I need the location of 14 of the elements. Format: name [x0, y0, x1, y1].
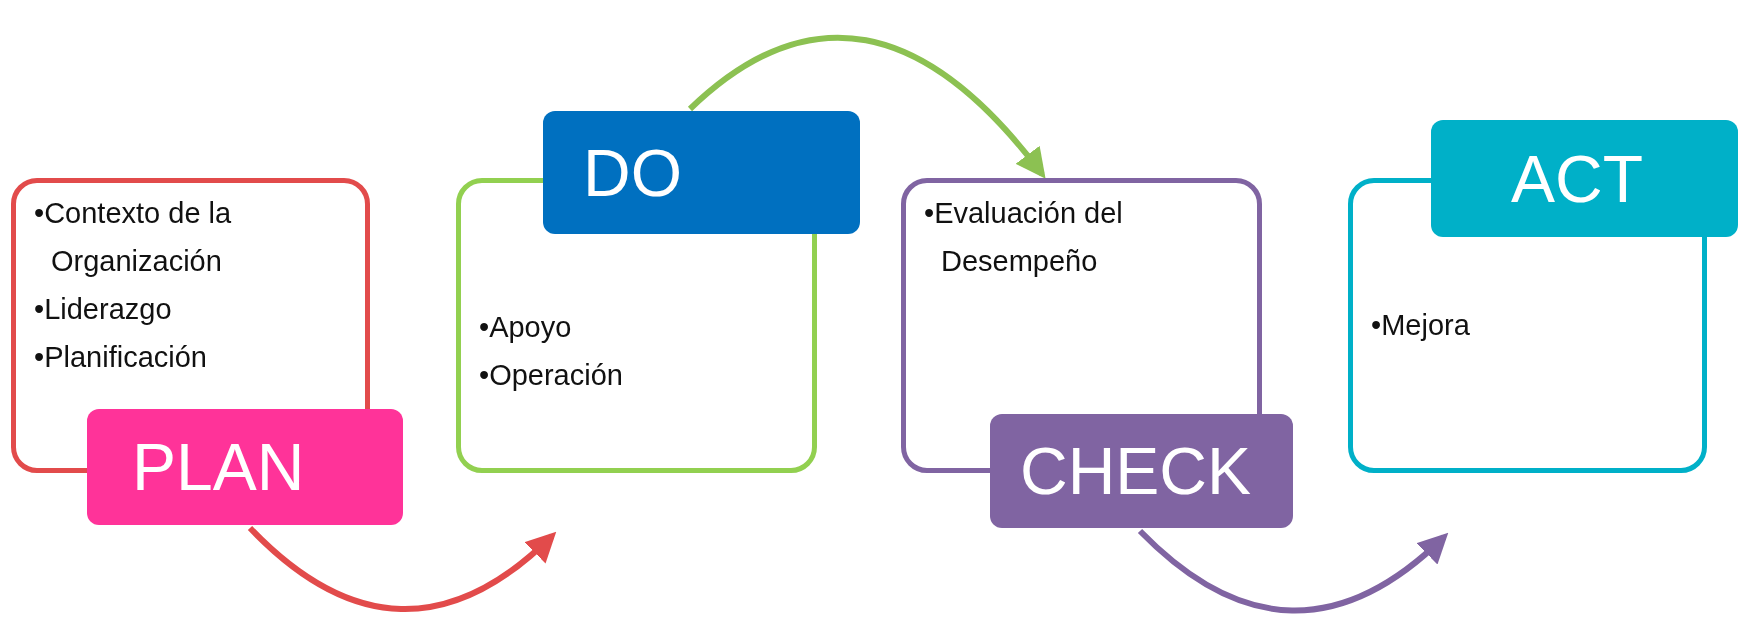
- bullet-item: •Evaluación del Desempeño: [924, 196, 1124, 279]
- phase-label: ACT: [1431, 120, 1738, 237]
- curved-arrow: [688, 34, 1046, 179]
- bullet-item: •Operación: [479, 358, 624, 393]
- phase-label: PLAN: [87, 409, 403, 525]
- phase-label: DO: [543, 111, 860, 234]
- phase-label: CHECK: [990, 414, 1293, 528]
- bullet-item: •Mejora: [1371, 308, 1471, 343]
- bullet-item: •Planificación: [34, 340, 208, 375]
- bullet-item: •Liderazgo: [34, 292, 173, 327]
- curved-arrow: [247, 525, 557, 612]
- curved-arrow: [1137, 528, 1449, 614]
- bullet-item: •Contexto de la Organización: [34, 196, 233, 279]
- bullet-item: •Apoyo: [479, 310, 573, 345]
